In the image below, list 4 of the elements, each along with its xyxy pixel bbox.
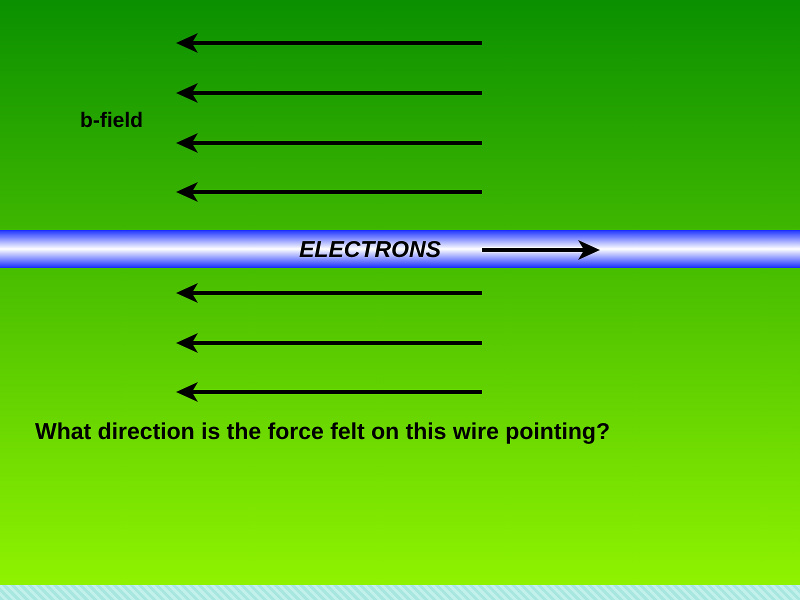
wire-label: ELECTRONS <box>298 236 442 263</box>
wire-band <box>0 230 800 268</box>
question-text: What direction is the force felt on this wire pointing? <box>35 418 610 445</box>
field-label: b-field <box>80 109 143 133</box>
